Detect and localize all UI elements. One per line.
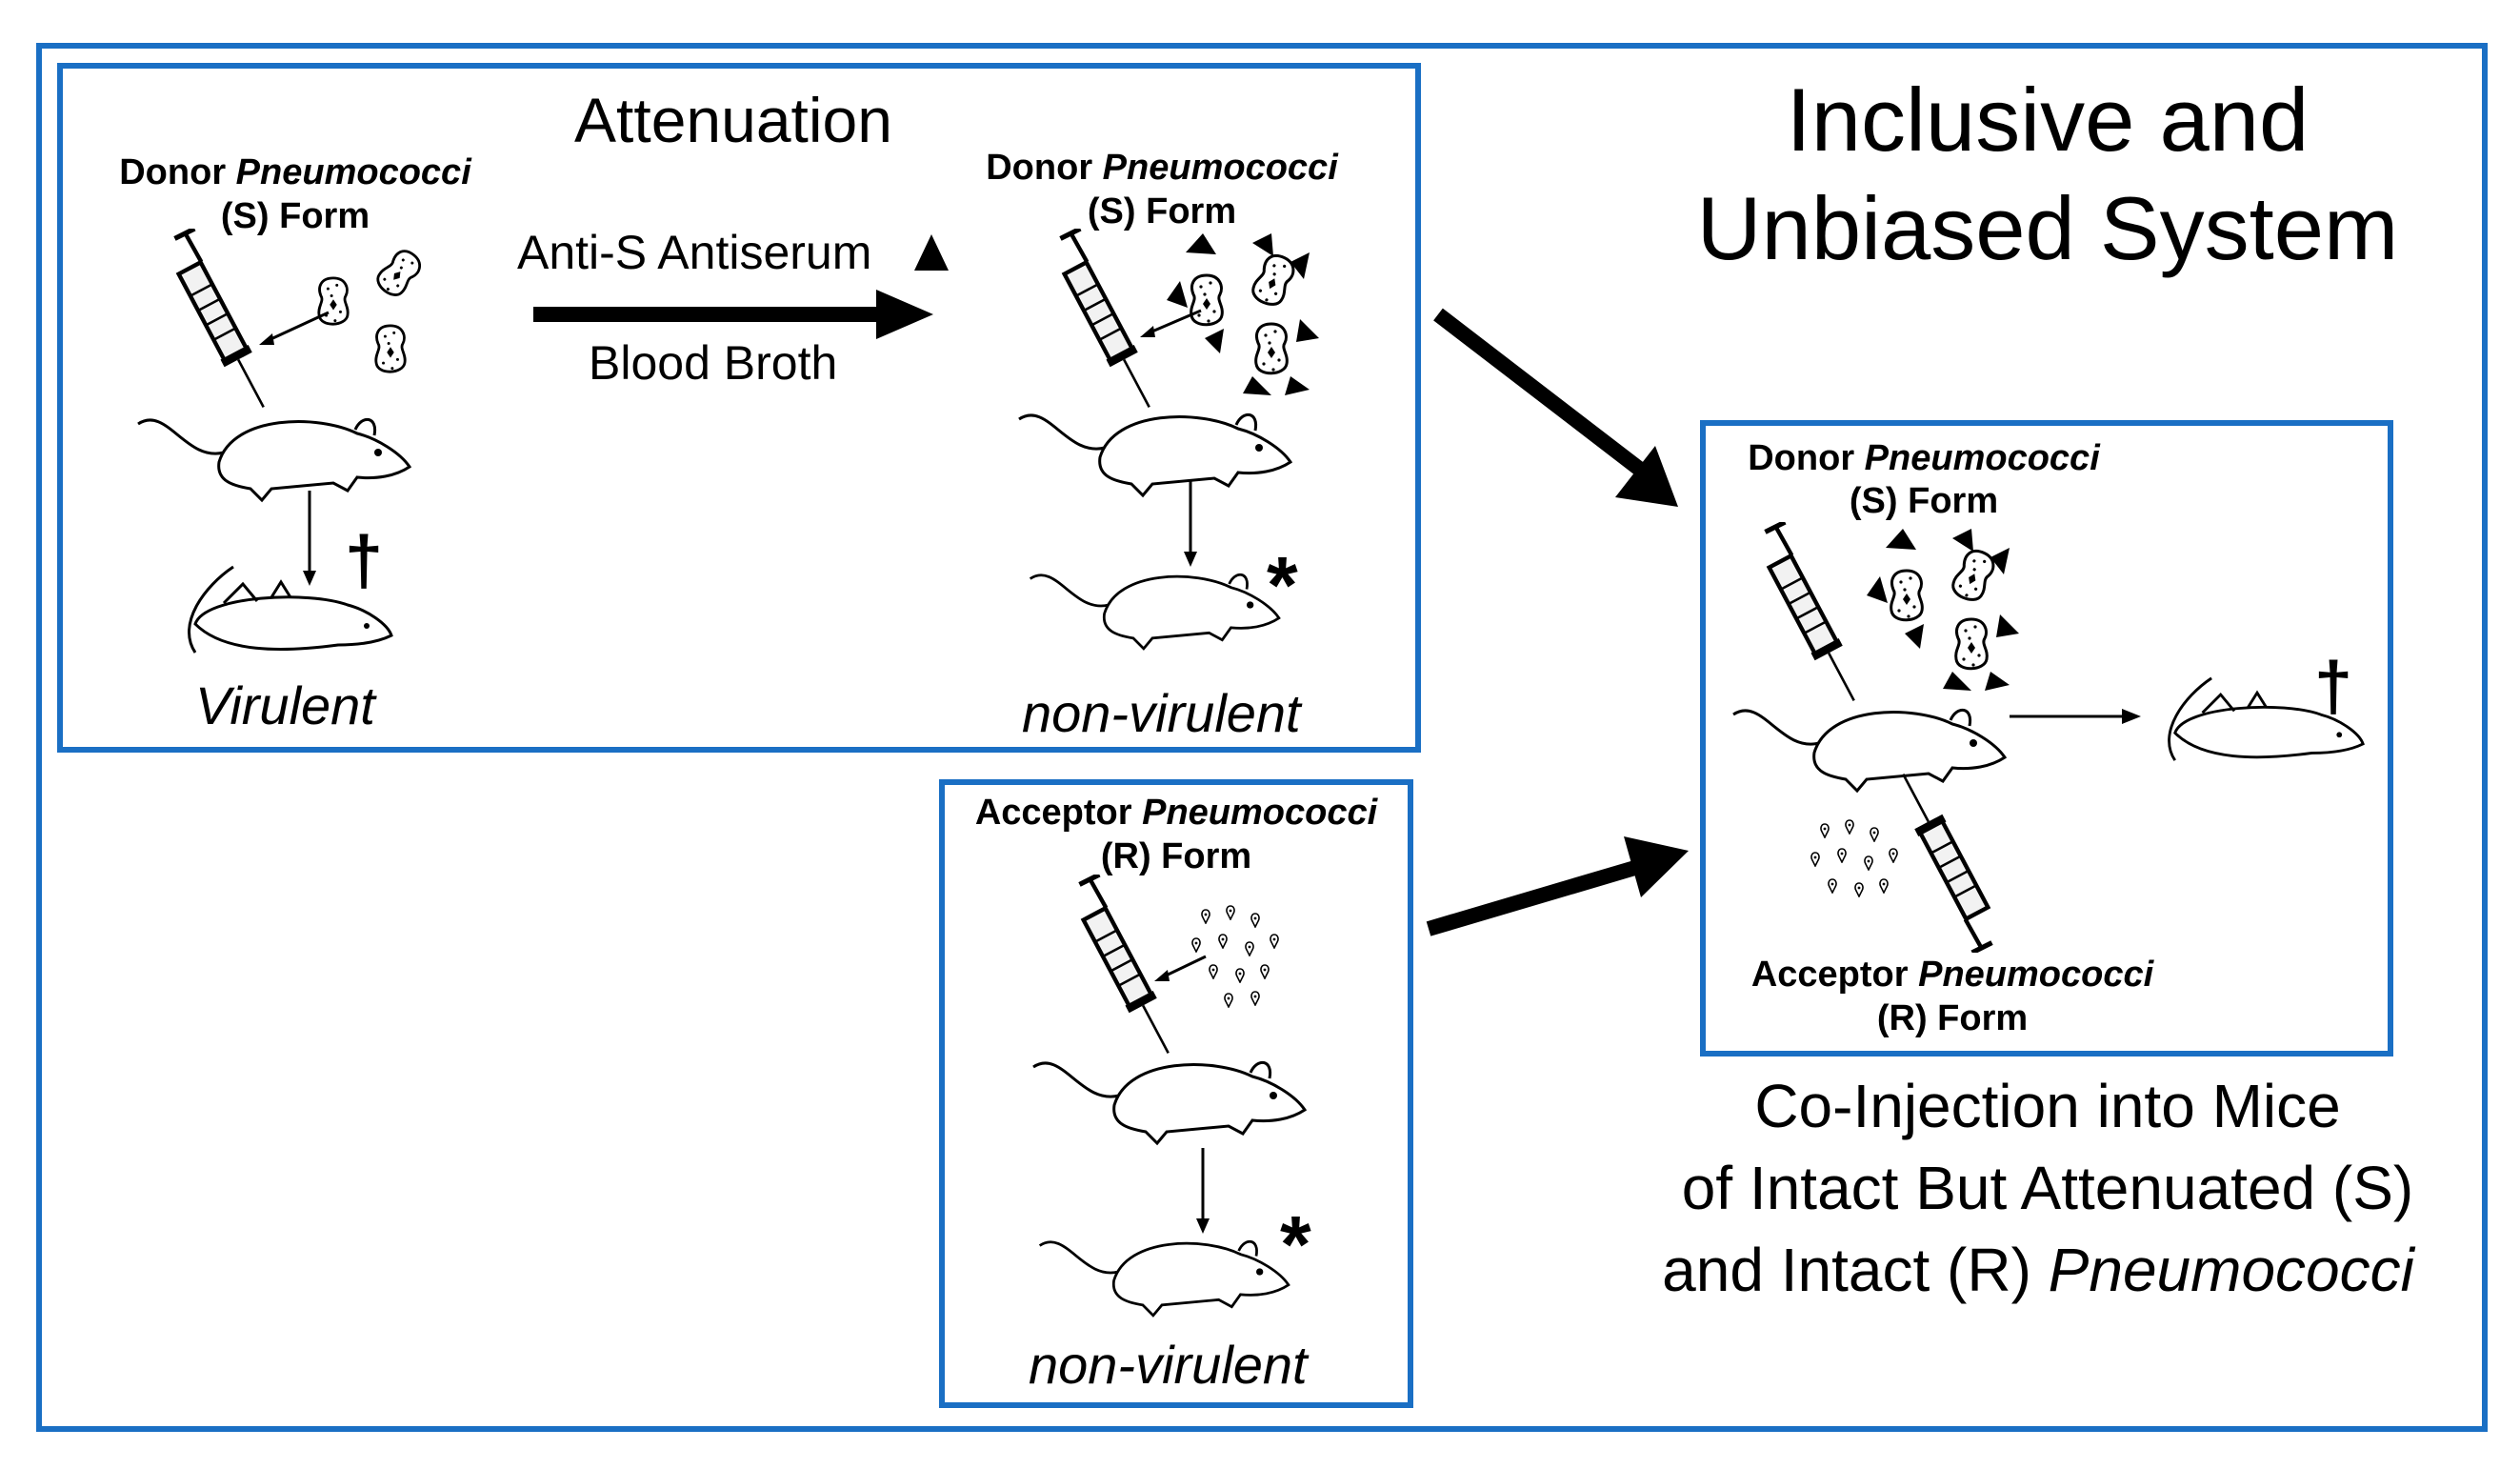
coinjection-acceptor-form: (R) Form [1876, 998, 2029, 1038]
down-arrow [1184, 481, 1197, 567]
antibody-icon [914, 234, 949, 271]
syringe-icon [1743, 522, 1857, 713]
coinjection-acceptor-label: Acceptor Pneumococci [1750, 955, 2154, 995]
acceptor-form: (R) Form [1100, 836, 1252, 876]
syringe-icon [152, 229, 267, 419]
system-title-line1: Inclusive and [1786, 70, 2310, 170]
acceptor-label: Acceptor Pneumococci [974, 793, 1378, 833]
mouse-icon [1031, 1060, 1307, 1145]
coinjection-donor-label: Donor Pneumococci [1748, 438, 2100, 478]
coated-bacteria-icon [1867, 529, 2019, 691]
dagger-icon-left: † [345, 523, 384, 599]
result-arrow [2010, 709, 2141, 724]
donor-form-mid: (S) Form [1087, 191, 1237, 231]
acceptor-panel [939, 779, 1413, 1408]
coinjection-panel [1700, 420, 2393, 1056]
mouse-icon [136, 417, 411, 502]
mouse-icon [1038, 1239, 1290, 1318]
down-arrow [1196, 1148, 1210, 1234]
caption-line1: Co-Injection into Mice [1754, 1072, 2341, 1140]
attenuation-panel [57, 63, 1421, 753]
mouse-icon [1029, 573, 1281, 651]
coated-bacteria-icon [1167, 233, 1319, 395]
outcome-virulent: Virulent [195, 675, 375, 735]
outcome-non-virulent-acceptor: non-virulent [1029, 1335, 1308, 1395]
treatment-blood-broth: Blood Broth [589, 336, 838, 390]
down-arrow [303, 491, 316, 586]
pointer-arrow [1140, 309, 1202, 337]
outcome-non-virulent-attenuated: non-virulent [1022, 683, 1301, 743]
arrow-icon [1433, 308, 1678, 507]
mouse-icon [1017, 413, 1292, 497]
r-bacteria-icon [1810, 819, 1898, 897]
system-title-line2: Unbiased System [1696, 178, 2399, 278]
arrow-icon [1426, 836, 1689, 936]
dagger-icon-coinjection: † [2314, 649, 2353, 725]
pointer-arrow [259, 311, 330, 345]
pointer-arrow [1154, 955, 1207, 981]
caption-line2: of Intact But Attenuated (S) [1681, 1154, 2414, 1222]
coinjection-donor-form: (S) Form [1849, 481, 1999, 521]
syringe-icon [1900, 762, 2014, 953]
donor-label-left: Donor Pneumococci [119, 152, 471, 192]
attenuation-arrow [533, 290, 933, 339]
donor-label-mid: Donor Pneumococci [986, 148, 1338, 188]
donor-form-left: (S) Form [220, 196, 370, 236]
treatment-antiserum: Anti-S Antiserum [517, 226, 872, 279]
asterisk-icon-acceptor: * [1280, 1199, 1311, 1289]
caption-line3: and Intact (R) Pneumococci [1662, 1236, 2414, 1304]
attenuation-heading: Attenuation [574, 85, 892, 155]
asterisk-icon-mid: * [1267, 540, 1298, 630]
outer-frame [36, 43, 2488, 1432]
